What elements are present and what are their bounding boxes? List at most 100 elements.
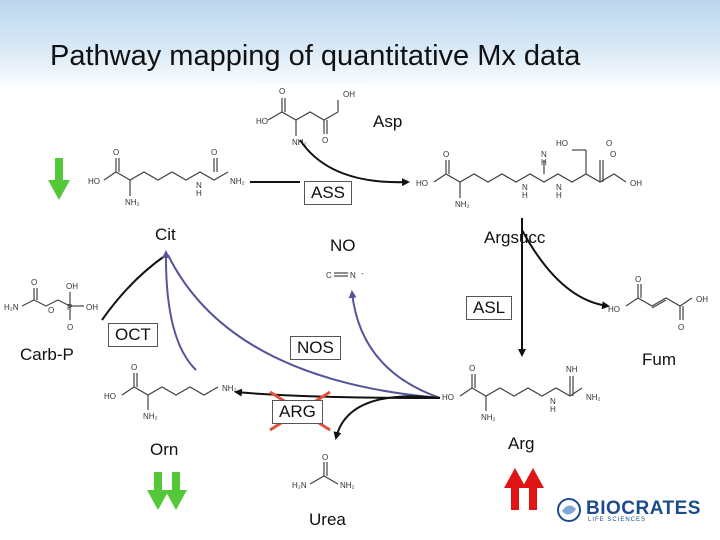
enzyme-nos-box: NOS: [290, 336, 341, 360]
svg-text:O: O: [678, 323, 684, 332]
svg-text:N: N: [350, 271, 356, 280]
svg-text:O: O: [211, 148, 217, 157]
svg-text:O: O: [469, 364, 475, 373]
svg-text:H: H: [556, 191, 562, 200]
slide-title: Pathway mapping of quantitative Mx data: [50, 40, 581, 72]
urea-structure-labels: O H₂N NH₂: [292, 453, 355, 490]
svg-text:O: O: [31, 278, 37, 287]
svg-text:O: O: [322, 453, 328, 462]
argsucc-to-fum-arrow: [521, 229, 610, 310]
svg-text:NH: NH: [566, 365, 578, 374]
svg-text:O: O: [48, 306, 54, 315]
svg-text:HO: HO: [88, 177, 100, 186]
svg-text:N: N: [556, 183, 562, 192]
arg-structure-labels: O HO NH₂ N H NH NH₂: [442, 364, 601, 422]
svg-text:OH: OH: [343, 90, 355, 99]
enzyme-oct-box: OCT: [108, 323, 158, 347]
arg-to-orn-arrow: [234, 388, 441, 399]
asp-to-argsucc-arrow: [299, 139, 410, 187]
svg-text:NH₂: NH₂: [586, 393, 601, 402]
cit-structure-labels: O O HO N H NH₂ NH₂: [88, 148, 245, 207]
svg-text:NH₂: NH₂: [125, 198, 140, 207]
svg-text:H: H: [541, 158, 547, 167]
svg-text:HO: HO: [104, 392, 116, 401]
fum-structure: [625, 284, 693, 320]
svg-text:HO: HO: [442, 393, 454, 402]
svg-text:O: O: [606, 139, 612, 148]
svg-text:NH₂: NH₂: [340, 481, 355, 490]
orn-structure-labels: O HO NH₂ NH₂: [104, 363, 237, 421]
svg-text:H: H: [196, 189, 202, 198]
svg-text:N: N: [196, 181, 202, 190]
carb-p-structure-labels: O H₂N O OH OH O P: [4, 278, 98, 332]
svg-text:HO: HO: [608, 305, 620, 314]
svg-text:NH₂: NH₂: [455, 200, 470, 209]
arg-up-indicator: [504, 468, 544, 510]
cit-down-indicator: [48, 158, 70, 200]
no-label: NO: [330, 236, 356, 255]
argsucc-structure-labels: O HO NH₂ N H N H N H HO O O OH: [416, 139, 642, 209]
nos-to-no-arrow: [348, 290, 441, 399]
arg-to-urea-arrow: [333, 395, 441, 440]
arg-label: Arg: [508, 434, 535, 453]
cit-structure: [103, 158, 229, 196]
svg-text:NH₂: NH₂: [230, 177, 245, 186]
carb-p-to-cit-arrow: [101, 254, 167, 321]
orn-label: Orn: [150, 440, 179, 459]
svg-text:NH₂: NH₂: [481, 413, 496, 422]
svg-text:HO: HO: [416, 179, 428, 188]
carb-p-structure: [21, 288, 84, 320]
svg-text:C: C: [326, 271, 332, 280]
svg-text:H₂N: H₂N: [292, 481, 307, 490]
biocrates-logo-sub: LIFE SCIENCES: [588, 517, 647, 523]
orn-structure: [121, 373, 219, 410]
svg-text:O: O: [635, 275, 641, 284]
arg-to-cit-nos-arrow: [167, 254, 441, 399]
svg-text:P: P: [67, 303, 72, 312]
svg-text:N: N: [550, 397, 556, 406]
enzyme-arg-box: ARG: [272, 400, 323, 424]
asp-structure: [256, 84, 366, 154]
fum-structure-labels: O HO OH O: [608, 275, 708, 332]
no-structure: C N -: [326, 269, 364, 280]
svg-text:O: O: [131, 363, 137, 372]
cit-label: Cit: [155, 225, 176, 244]
argsucc-structure: [433, 149, 627, 198]
urea-label: Urea: [309, 510, 346, 529]
svg-text:H: H: [550, 405, 556, 414]
svg-text:NH₂: NH₂: [292, 138, 307, 147]
svg-text:OH: OH: [86, 303, 98, 312]
arg-structure: [459, 374, 583, 411]
svg-text:OH: OH: [66, 282, 78, 291]
svg-text:HO: HO: [256, 117, 268, 126]
title-banner: [0, 0, 720, 90]
asp-label: Asp: [373, 112, 403, 131]
svg-text:HO: HO: [556, 139, 568, 148]
urea-structure: [309, 462, 339, 485]
svg-text:O: O: [113, 148, 119, 157]
asp-structure-labels: O OH HO O NH₂: [256, 87, 355, 147]
svg-text:O: O: [279, 87, 285, 96]
svg-text:O: O: [322, 136, 328, 145]
biocrates-logo: BIOCRATES: [586, 498, 701, 519]
svg-text:O: O: [610, 150, 616, 159]
svg-text:NH₂: NH₂: [143, 412, 158, 421]
orn-down-indicator: [147, 472, 187, 510]
svg-text:N: N: [541, 150, 547, 159]
svg-text:H: H: [522, 191, 528, 200]
svg-text:OH: OH: [630, 179, 642, 188]
svg-text:-: -: [361, 269, 364, 278]
biocrates-swirl-icon: [557, 498, 581, 522]
svg-text:O: O: [67, 323, 73, 332]
enzyme-asl-box: ASL: [466, 296, 513, 320]
svg-text:NH₂: NH₂: [222, 384, 237, 393]
fum-label: Fum: [642, 350, 676, 369]
svg-text:O: O: [443, 150, 449, 159]
enzyme-ass-box: ASS: [304, 181, 353, 205]
svg-text:H₂N: H₂N: [4, 303, 19, 312]
svg-text:N: N: [522, 183, 528, 192]
argsucc-label: Argsucc: [484, 228, 546, 247]
svg-text:OH: OH: [696, 295, 708, 304]
